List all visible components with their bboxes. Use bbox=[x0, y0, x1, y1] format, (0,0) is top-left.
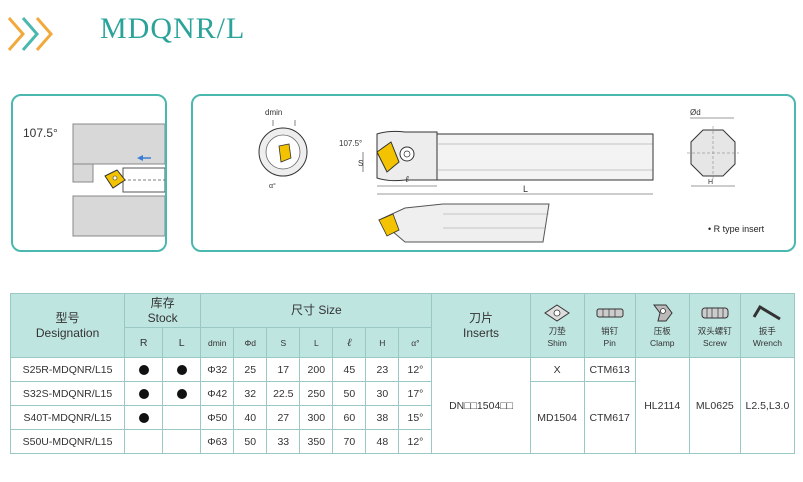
stock-l-cell bbox=[162, 381, 202, 406]
shim-cell: MD1504 bbox=[529, 381, 585, 454]
stock-r-cell bbox=[124, 405, 164, 430]
l-cell: 70 bbox=[332, 429, 367, 454]
screw-header: 双头螺钉 Screw bbox=[688, 293, 741, 358]
designation-cell: S32S-MDQNR/L15 bbox=[9, 381, 126, 406]
dmin-cell: Φ63 bbox=[200, 429, 235, 454]
size-col-alpha: α° bbox=[398, 327, 433, 358]
chevron-arrows-icon bbox=[7, 17, 53, 51]
designation-header: 型号 Designation bbox=[9, 293, 126, 358]
svg-text:Ød: Ød bbox=[690, 108, 701, 117]
d-cell: 50 bbox=[233, 429, 268, 454]
stock-r-cell bbox=[124, 357, 164, 382]
wrench-header: 扳手 Wrench bbox=[739, 293, 796, 358]
clamp-icon bbox=[653, 304, 673, 321]
L-cell: 300 bbox=[299, 405, 334, 430]
dmin-cell: Φ50 bbox=[200, 405, 235, 430]
pin-cell: CTM617 bbox=[583, 381, 636, 454]
d-cell: 32 bbox=[233, 381, 268, 406]
stock-l-header: L bbox=[162, 327, 202, 358]
svg-text:S: S bbox=[358, 159, 363, 168]
table-row: S50U-MDQNR/L15 Φ63 50 33 350 70 48 12° bbox=[9, 429, 795, 454]
l-cell: 45 bbox=[332, 357, 367, 382]
in-stock-dot bbox=[138, 364, 149, 375]
stock-r-cell bbox=[124, 429, 164, 454]
in-stock-dot bbox=[176, 364, 187, 375]
designation-cell: S50U-MDQNR/L15 bbox=[9, 429, 126, 454]
screw-cell: ML0625 bbox=[688, 357, 741, 454]
d-cell: 25 bbox=[233, 357, 268, 382]
s-cell: 33 bbox=[266, 429, 301, 454]
page-title: MDQNR/L bbox=[100, 12, 246, 45]
alpha-cell: 15° bbox=[398, 405, 433, 430]
s-cell: 17 bbox=[266, 357, 301, 382]
stock-l-cell bbox=[162, 357, 202, 382]
stock-l-cell bbox=[162, 405, 202, 430]
shim-header: 刀垫 Shim bbox=[529, 293, 585, 358]
clamp-cell: HL2114 bbox=[634, 357, 690, 454]
alpha-cell: 17° bbox=[398, 381, 433, 406]
pin-icon bbox=[596, 308, 624, 317]
svg-text:L: L bbox=[523, 184, 528, 194]
specification-table: 型号 Designation 库存 Stock 尺寸 Size 刀片 Inser… bbox=[9, 293, 796, 454]
wrench-icon bbox=[753, 304, 782, 320]
h-cell: 30 bbox=[365, 381, 400, 406]
shim-cell: X bbox=[529, 357, 585, 382]
h-cell: 23 bbox=[365, 357, 400, 382]
alpha-cell: 12° bbox=[398, 429, 433, 454]
approach-angle-panel: 107.5° bbox=[11, 94, 167, 252]
inserts-cell: DN□□1504□□ bbox=[431, 357, 531, 454]
d-cell: 40 bbox=[233, 405, 268, 430]
size-col-l: ℓ bbox=[332, 327, 367, 358]
pin-header: 销钉 Pin bbox=[583, 293, 636, 358]
in-stock-dot bbox=[176, 388, 187, 399]
shim-icon bbox=[544, 303, 571, 322]
svg-text:ℓ: ℓ bbox=[405, 174, 409, 184]
L-cell: 250 bbox=[299, 381, 334, 406]
l-cell: 60 bbox=[332, 405, 367, 430]
table-row: S25R-MDQNR/L15 Φ32 25 17 200 45 23 12° D… bbox=[9, 357, 796, 454]
size-col-L: L bbox=[299, 327, 334, 358]
table-row: S32S-MDQNR/L15 Φ42 32 22.5 250 50 30 17°… bbox=[9, 381, 795, 454]
dmin-cell: Φ42 bbox=[200, 381, 235, 406]
inserts-header: 刀片 Inserts bbox=[431, 293, 531, 358]
r-type-insert-note: • R type insert bbox=[708, 224, 765, 234]
s-cell: 27 bbox=[266, 405, 301, 430]
dmin-cell: Φ32 bbox=[200, 357, 235, 382]
h-cell: 38 bbox=[365, 405, 400, 430]
stock-r-header: R bbox=[124, 327, 164, 358]
size-col-dmin: dmin bbox=[200, 327, 235, 358]
boring-bar-diagram: dmin α° 107.5° S ℓ L Ød H bbox=[258, 108, 739, 243]
size-col-d: Φd bbox=[233, 327, 268, 358]
in-stock-dot bbox=[138, 412, 149, 423]
designation-cell: S25R-MDQNR/L15 bbox=[9, 357, 126, 382]
clamp-header: 压板 Clamp bbox=[634, 293, 690, 358]
l-cell: 50 bbox=[332, 381, 367, 406]
workpiece-diagram bbox=[72, 123, 165, 237]
alpha-cell: 12° bbox=[398, 357, 433, 382]
size-header: 尺寸 Size bbox=[200, 293, 433, 328]
s-cell: 22.5 bbox=[266, 381, 301, 406]
alpha-label: α° bbox=[269, 182, 276, 190]
size-col-h: H bbox=[365, 327, 400, 358]
h-cell: 48 bbox=[365, 429, 400, 454]
screw-icon bbox=[701, 307, 729, 318]
stock-r-cell bbox=[124, 381, 164, 406]
svg-text:dmin: dmin bbox=[265, 108, 282, 117]
svg-text:H: H bbox=[708, 179, 713, 186]
svg-text:107.5°: 107.5° bbox=[339, 139, 362, 148]
approach-angle-label: 107.5° bbox=[23, 126, 58, 140]
designation-cell: S40T-MDQNR/L15 bbox=[9, 405, 126, 430]
L-cell: 200 bbox=[299, 357, 334, 382]
in-stock-dot bbox=[138, 388, 149, 399]
tool-drawing-panel: dmin α° 107.5° S ℓ L Ød H • bbox=[191, 94, 796, 252]
size-col-s: S bbox=[266, 327, 301, 358]
stock-l-cell bbox=[162, 429, 202, 454]
table-row: S40T-MDQNR/L15 Φ50 40 27 300 60 38 15° bbox=[9, 405, 795, 430]
wrench-cell: L2.5,L3.0 bbox=[739, 357, 796, 454]
stock-header: 库存 Stock bbox=[124, 293, 202, 328]
L-cell: 350 bbox=[299, 429, 334, 454]
pin-cell: CTM613 bbox=[583, 357, 636, 382]
